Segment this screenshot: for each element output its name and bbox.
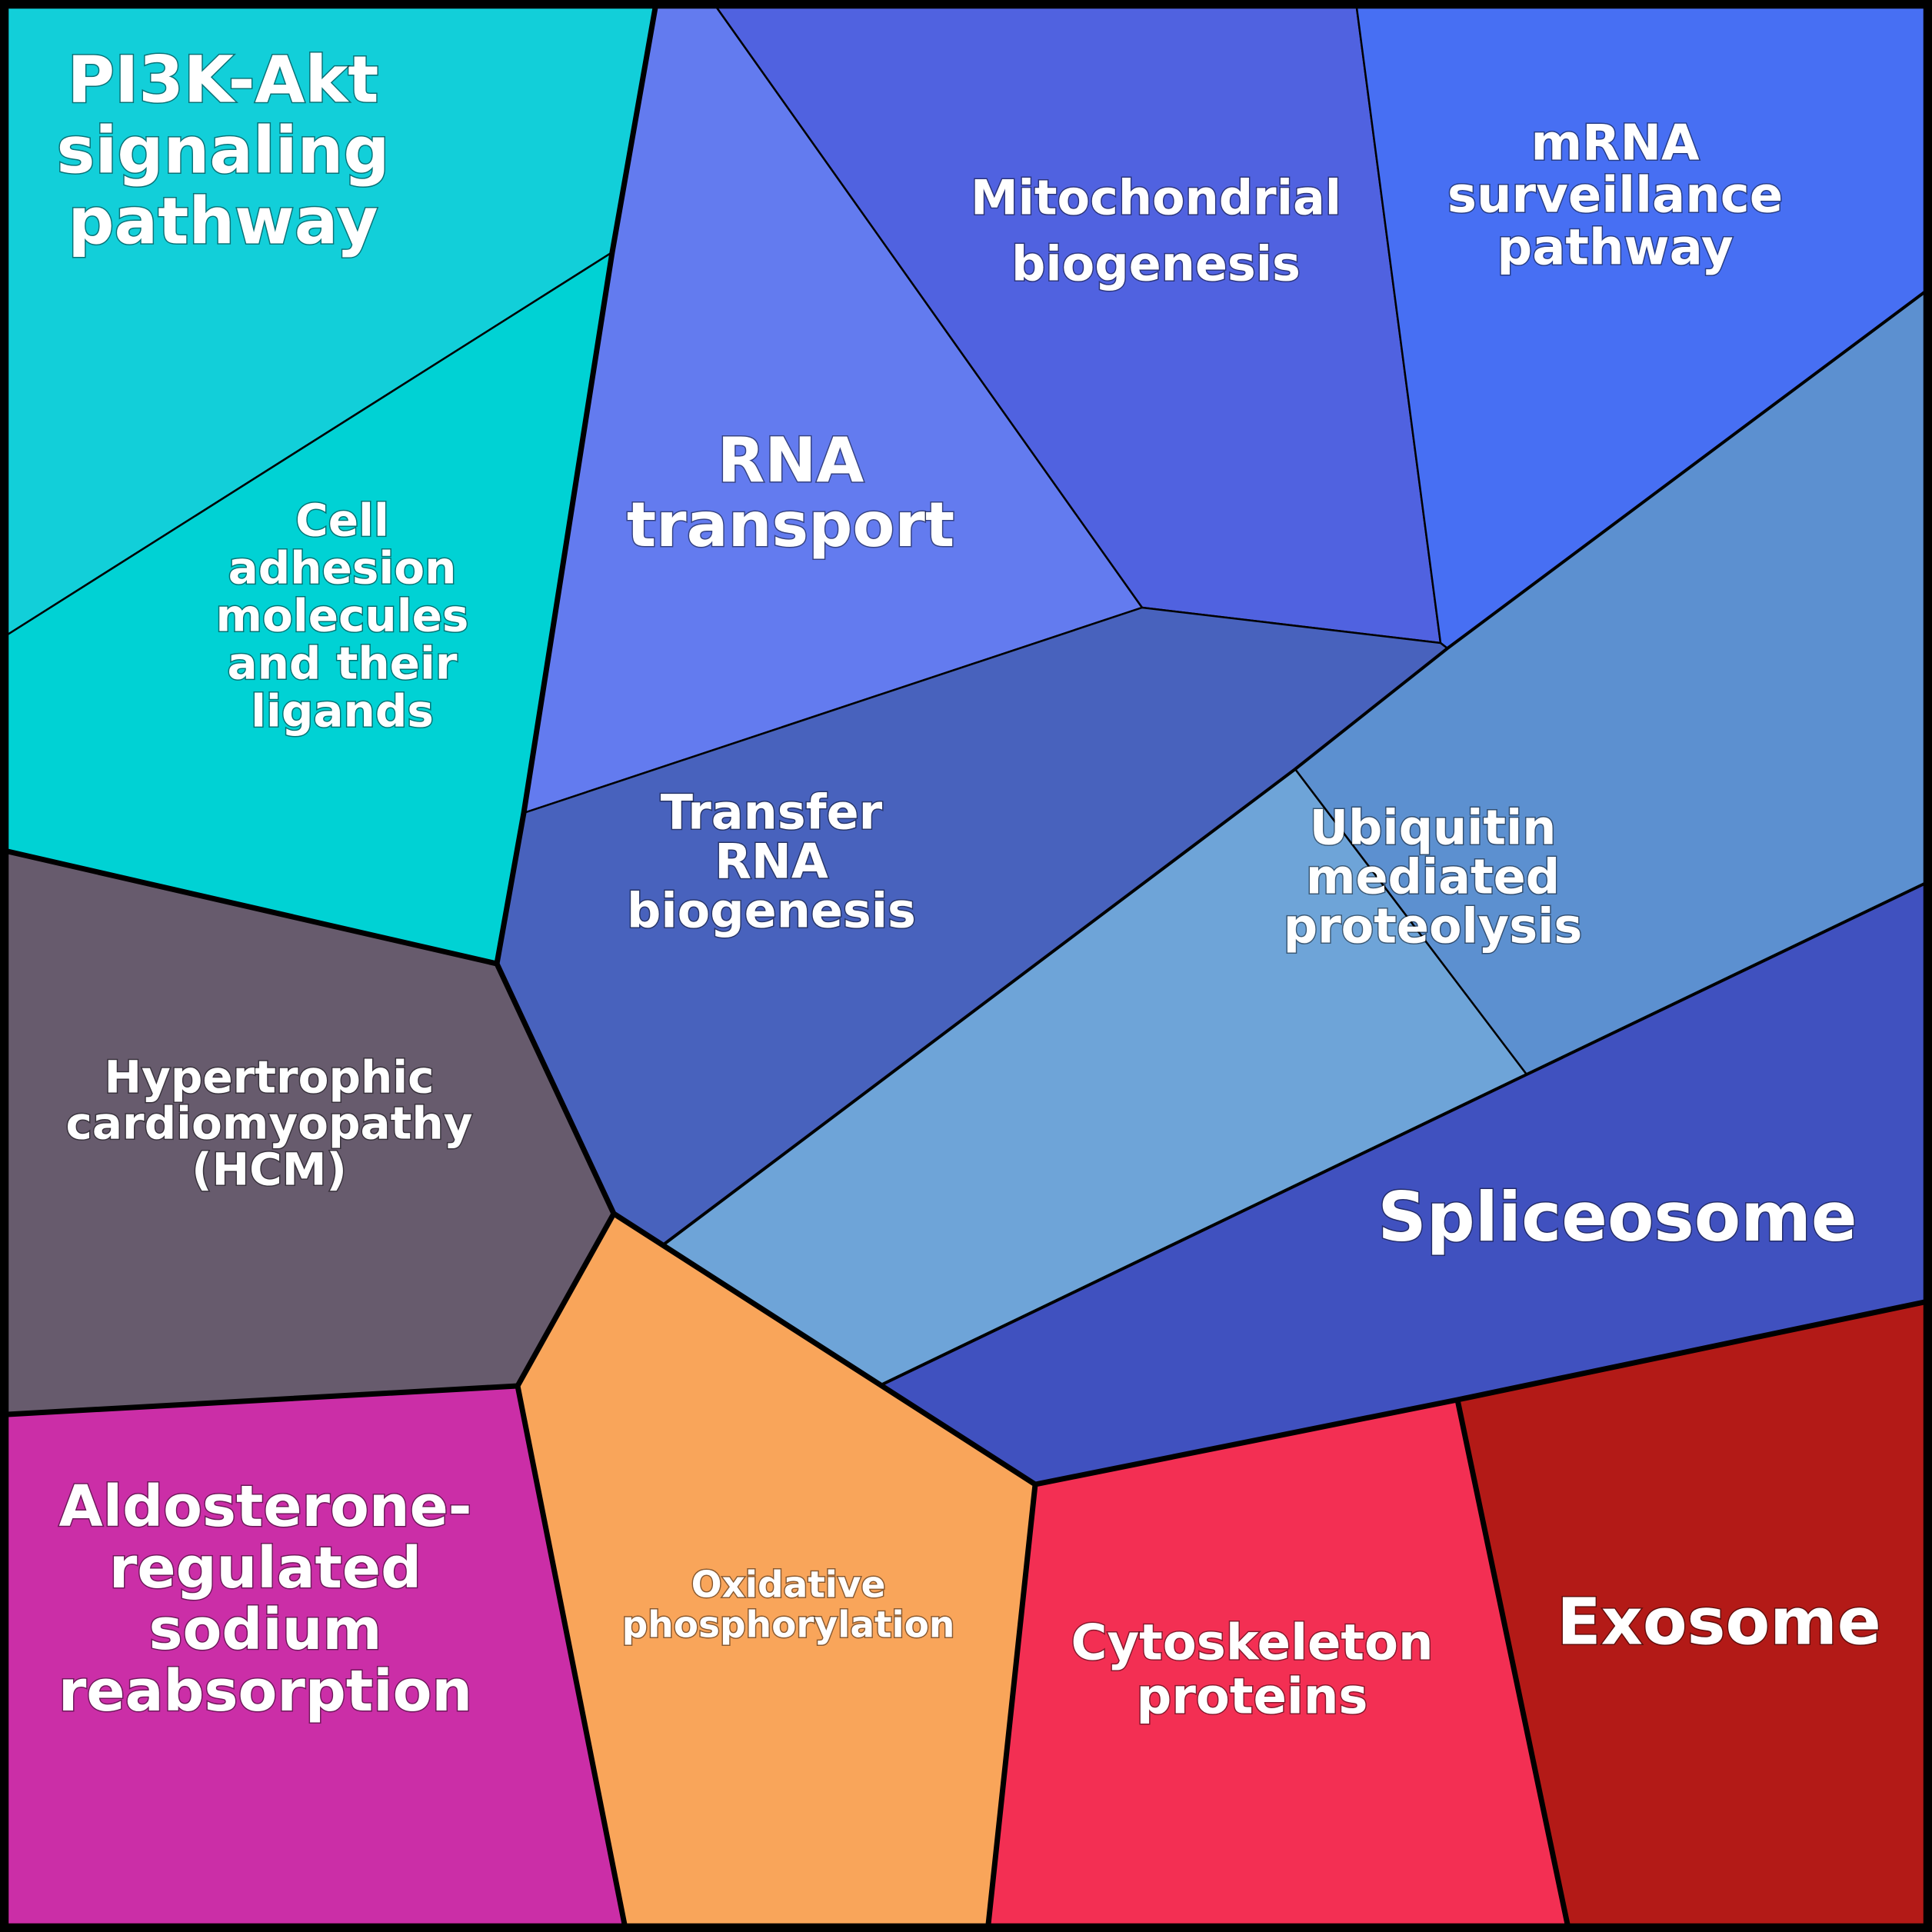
group-boundary	[7, 962, 617, 1417]
cell-label-line: Hypertrophic	[104, 1051, 434, 1103]
cell-label-line: and their	[228, 637, 458, 689]
cell-label-line: cardiomyopathy	[66, 1097, 473, 1149]
cell-label-line: sodium	[148, 1597, 381, 1663]
cell-label-line: RNA	[715, 834, 828, 890]
cell-label-line: adhesion	[228, 541, 457, 594]
cell-label-line: proteins	[1137, 1668, 1368, 1725]
cell-label-spliceosome: Spliceosome	[1377, 1178, 1857, 1257]
cell-label-line: mediated	[1306, 849, 1560, 905]
cell-label-mito: Mitochondrial biogenesis	[971, 170, 1341, 292]
cell-label-line: phosphorylation	[622, 1604, 955, 1646]
cell-label-line: surveillance	[1447, 167, 1783, 224]
cell-label-line: Mitochondrial	[971, 170, 1341, 226]
group-boundary	[1454, 1399, 1571, 1925]
cell-label-line: molecules	[216, 589, 469, 641]
cell-label-exosome: Exosome	[1557, 1584, 1880, 1659]
cell-label-line: ligands	[251, 685, 434, 737]
group-boundary	[515, 1385, 628, 1925]
cell-label-line: pathway	[1497, 219, 1733, 276]
cell-label-line: mRNA	[1531, 115, 1700, 172]
cell-label-line: biogenesis	[627, 883, 916, 939]
cell-label-line: Oxidative	[691, 1564, 886, 1606]
group-boundary	[880, 882, 1925, 1387]
cell-label-line: Cell	[295, 494, 389, 546]
cell-label-line: Exosome	[1557, 1584, 1880, 1659]
group-boundary	[7, 7, 658, 968]
cell-label-line: reabsorption	[58, 1658, 472, 1724]
cell-label-line: transport	[627, 489, 954, 561]
cell-label-line: signaling	[57, 112, 390, 188]
cell-label-line: (HCM)	[192, 1143, 347, 1195]
cell-label-line: proteolysis	[1284, 898, 1583, 954]
cell-label-line: regulated	[109, 1535, 421, 1601]
cell-label-line: Cytoskeleton	[1071, 1614, 1433, 1671]
cell-label-line: Transfer	[661, 784, 883, 841]
cell-label-line: Aldosterone-	[59, 1474, 472, 1540]
group-boundary	[662, 291, 1926, 1246]
cell-label-line: Spliceosome	[1377, 1178, 1857, 1257]
cell-label-line: RNA	[718, 425, 864, 496]
cell-label-line: biogenesis	[1011, 236, 1301, 292]
cell-label-line: pathway	[68, 183, 378, 258]
cell-label-line: PI3K-Akt	[68, 42, 379, 117]
cell-label-line: Ubiquitin	[1310, 800, 1557, 856]
